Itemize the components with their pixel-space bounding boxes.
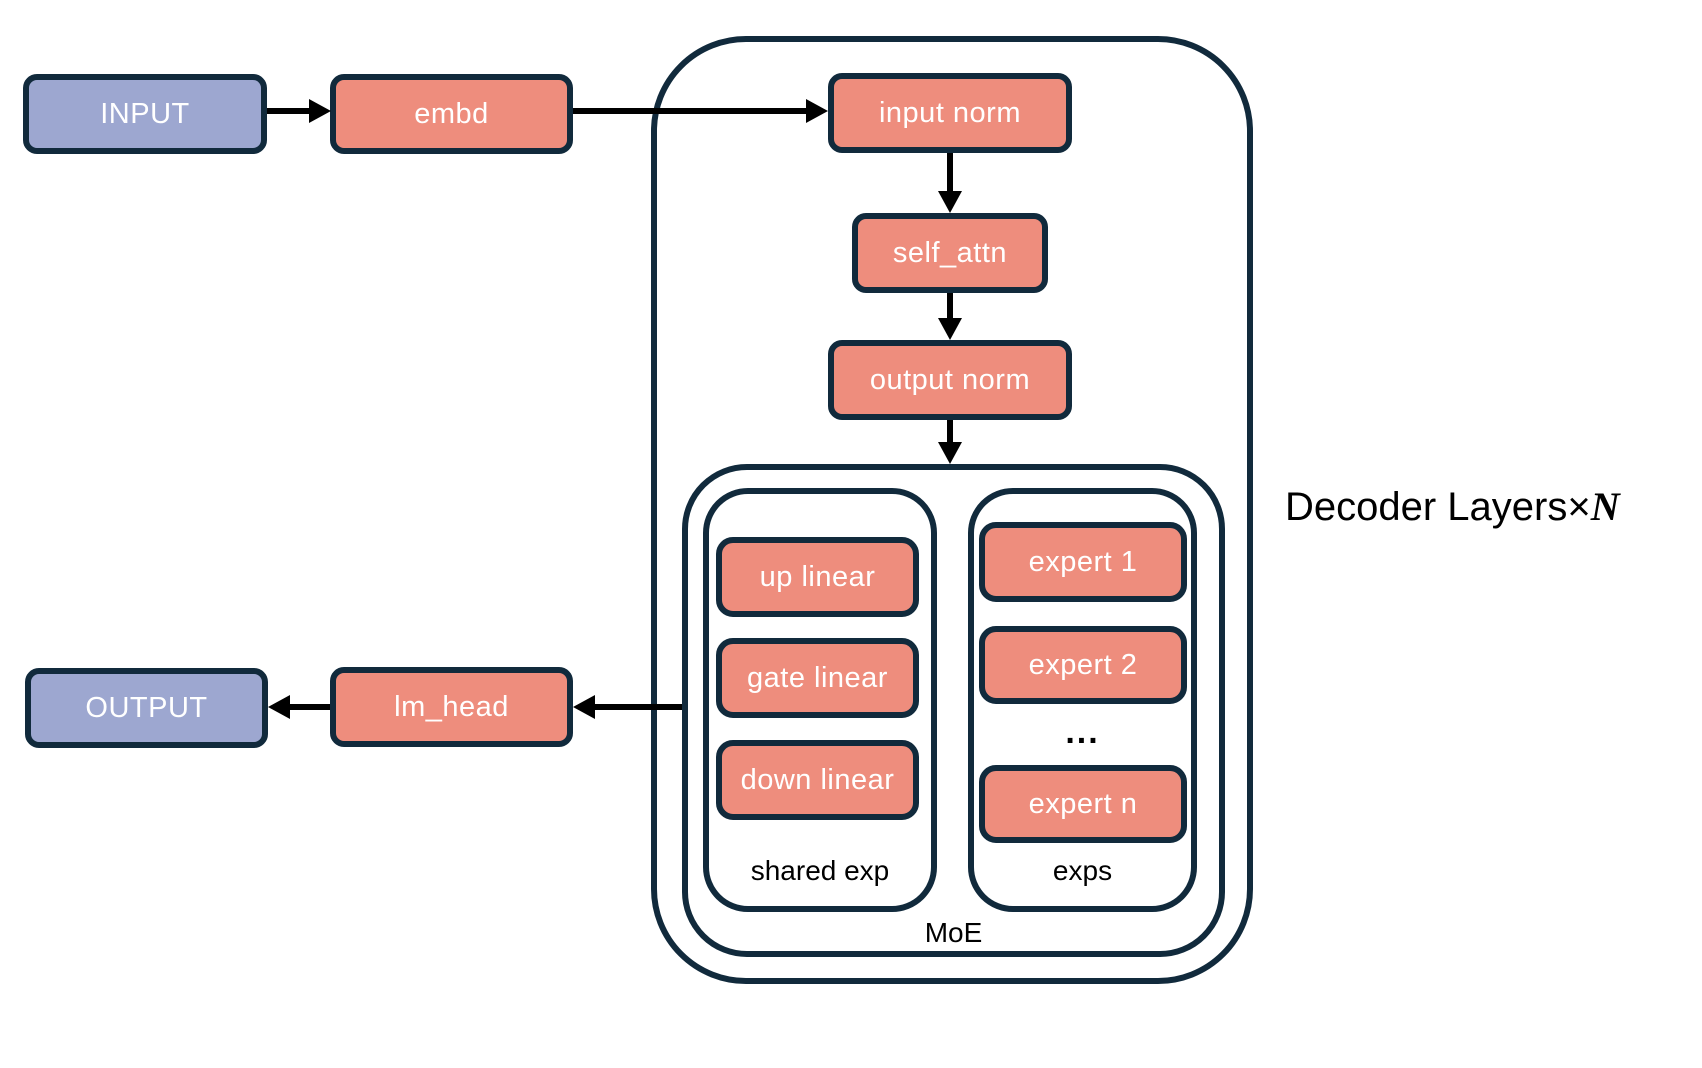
experts-container xyxy=(968,488,1197,912)
arrow-input-to-embd-line xyxy=(267,108,312,114)
decoder-layers-annotation: Decoder Layers×N xyxy=(1285,483,1620,530)
arrow-embd-to-inputnorm-line xyxy=(573,108,808,114)
lm-head-node: lm_head xyxy=(330,667,573,747)
input-node: INPUT xyxy=(23,74,267,154)
moe-container xyxy=(682,464,1225,957)
moe-label: MoE xyxy=(924,917,983,948)
arrow-lmhead-to-output-head-icon xyxy=(268,695,290,719)
expert-2-node: expert 2 xyxy=(979,626,1187,704)
arrow-moe-to-lmhead-line xyxy=(595,704,682,710)
up-linear-node: up linear xyxy=(716,537,919,617)
output-node: OUTPUT xyxy=(25,668,268,748)
shared-exp-label: shared exp xyxy=(750,855,890,886)
n-symbol: N xyxy=(1590,484,1620,529)
down-linear-node: down linear xyxy=(716,740,919,820)
arrow-inputnorm-to-selfattn-head-icon xyxy=(938,191,962,213)
arrow-embd-to-inputnorm-head-icon xyxy=(806,99,828,123)
arrow-selfattn-to-outputnorm-head-icon xyxy=(938,318,962,340)
input-norm-node: input norm xyxy=(828,73,1072,153)
multiply-sign: × xyxy=(1567,485,1591,529)
shared-expert-container xyxy=(703,488,937,912)
exps-label: exps xyxy=(1052,855,1113,886)
arrow-moe-to-lmhead-head-icon xyxy=(573,695,595,719)
arrow-inputnorm-to-selfattn-line xyxy=(947,153,953,193)
arrow-input-to-embd-head-icon xyxy=(309,99,331,123)
embd-node: embd xyxy=(330,74,573,154)
arrow-lmhead-to-output-line xyxy=(290,704,330,710)
decoder-layers-text: Decoder Layers xyxy=(1285,485,1568,529)
arrow-selfattn-to-outputnorm-line xyxy=(947,293,953,320)
self-attn-node: self_attn xyxy=(852,213,1048,293)
arrow-outputnorm-to-moe-line xyxy=(947,420,953,444)
expert-1-node: expert 1 xyxy=(979,522,1187,602)
expert-n-node: expert n xyxy=(979,765,1187,843)
arrow-outputnorm-to-moe-head-icon xyxy=(938,442,962,464)
gate-linear-node: gate linear xyxy=(716,638,919,718)
experts-ellipsis: ... xyxy=(1065,713,1100,751)
decoder-layers-container xyxy=(651,36,1253,984)
output-norm-node: output norm xyxy=(828,340,1072,420)
